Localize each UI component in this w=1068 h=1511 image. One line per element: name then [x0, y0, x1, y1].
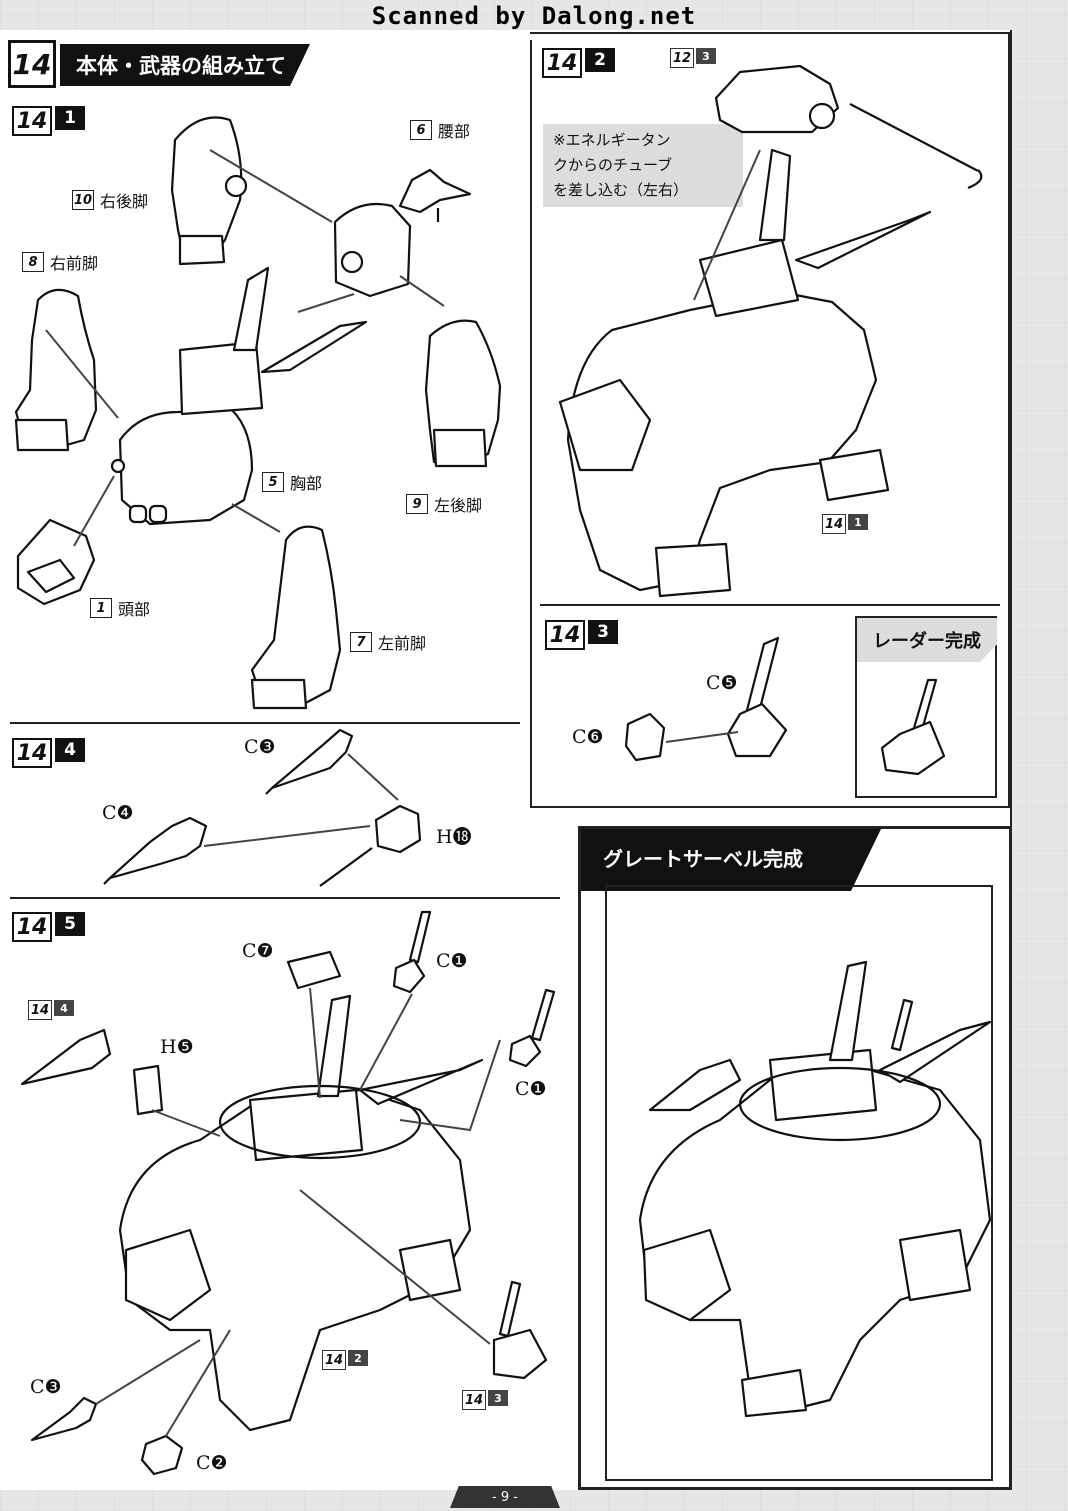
great-saber-complete — [638, 960, 992, 1418]
radar-ref-part — [492, 1280, 548, 1380]
callout-h18: H⓲ — [436, 826, 472, 848]
divider — [530, 40, 532, 808]
callout-c1-right: C❶ — [515, 1078, 547, 1100]
divider — [540, 604, 1000, 606]
main-header: 14 本体・武器の組み立て — [8, 40, 310, 90]
joint-h5-part — [132, 1064, 164, 1116]
cannon-assembly-ref-part — [20, 1028, 112, 1086]
radar-antenna-part — [726, 636, 788, 758]
body-assembly-14-2 — [558, 148, 932, 598]
complete-title: グレートサーベル完成 — [603, 847, 803, 871]
tube-note: ※エネルギータン クからのチューブ を差し込む（左右） — [543, 124, 743, 207]
callout-c2: C❷ — [196, 1452, 228, 1474]
header-title: 本体・武器の組み立て — [60, 44, 310, 86]
radar-complete-label: レーダー完成 — [857, 618, 997, 662]
radar-complete-illustration — [880, 678, 946, 776]
left-hind-leg-part — [424, 319, 502, 468]
radar-base-part — [624, 712, 666, 762]
callout-c1-top: C❶ — [436, 950, 468, 972]
callout-c3-lower: C❸ — [30, 1376, 62, 1398]
body-assembly-14-5 — [118, 994, 484, 1432]
callout-c6: C❻ — [572, 726, 604, 748]
callout-c3-upper: C❸ — [244, 736, 276, 758]
cannon-c4-part — [103, 816, 208, 885]
cannon-c3-part — [265, 728, 354, 795]
callout-h5: H❺ — [160, 1036, 194, 1058]
left-front-leg-part — [250, 525, 342, 710]
head-part — [16, 518, 96, 606]
antenna-c1-top-part — [392, 910, 432, 994]
divider — [530, 32, 1010, 34]
callout-c7: C❼ — [242, 940, 274, 962]
divider — [1008, 32, 1010, 807]
chest-part — [110, 266, 368, 526]
callout-c5: C❺ — [706, 672, 738, 694]
divider — [530, 806, 1010, 808]
right-hind-leg-part — [170, 116, 248, 266]
scan-credit: Scanned by Dalong.net — [371, 2, 697, 30]
joint-h18-part — [319, 804, 422, 887]
complete-title-banner — [581, 829, 881, 891]
divider — [10, 722, 520, 724]
divider — [10, 897, 560, 899]
missile-pod-c7-part — [286, 950, 342, 990]
page-number: - 9 - — [450, 1486, 560, 1508]
callout-c4: C❹ — [102, 802, 134, 824]
antenna-c1-right-part — [508, 988, 556, 1068]
energy-tank-part — [714, 64, 983, 190]
right-front-leg-part — [14, 288, 98, 452]
complete-inner-frame — [605, 885, 993, 1481]
header-step-number: 14 — [8, 40, 56, 88]
waist-part — [333, 168, 472, 298]
